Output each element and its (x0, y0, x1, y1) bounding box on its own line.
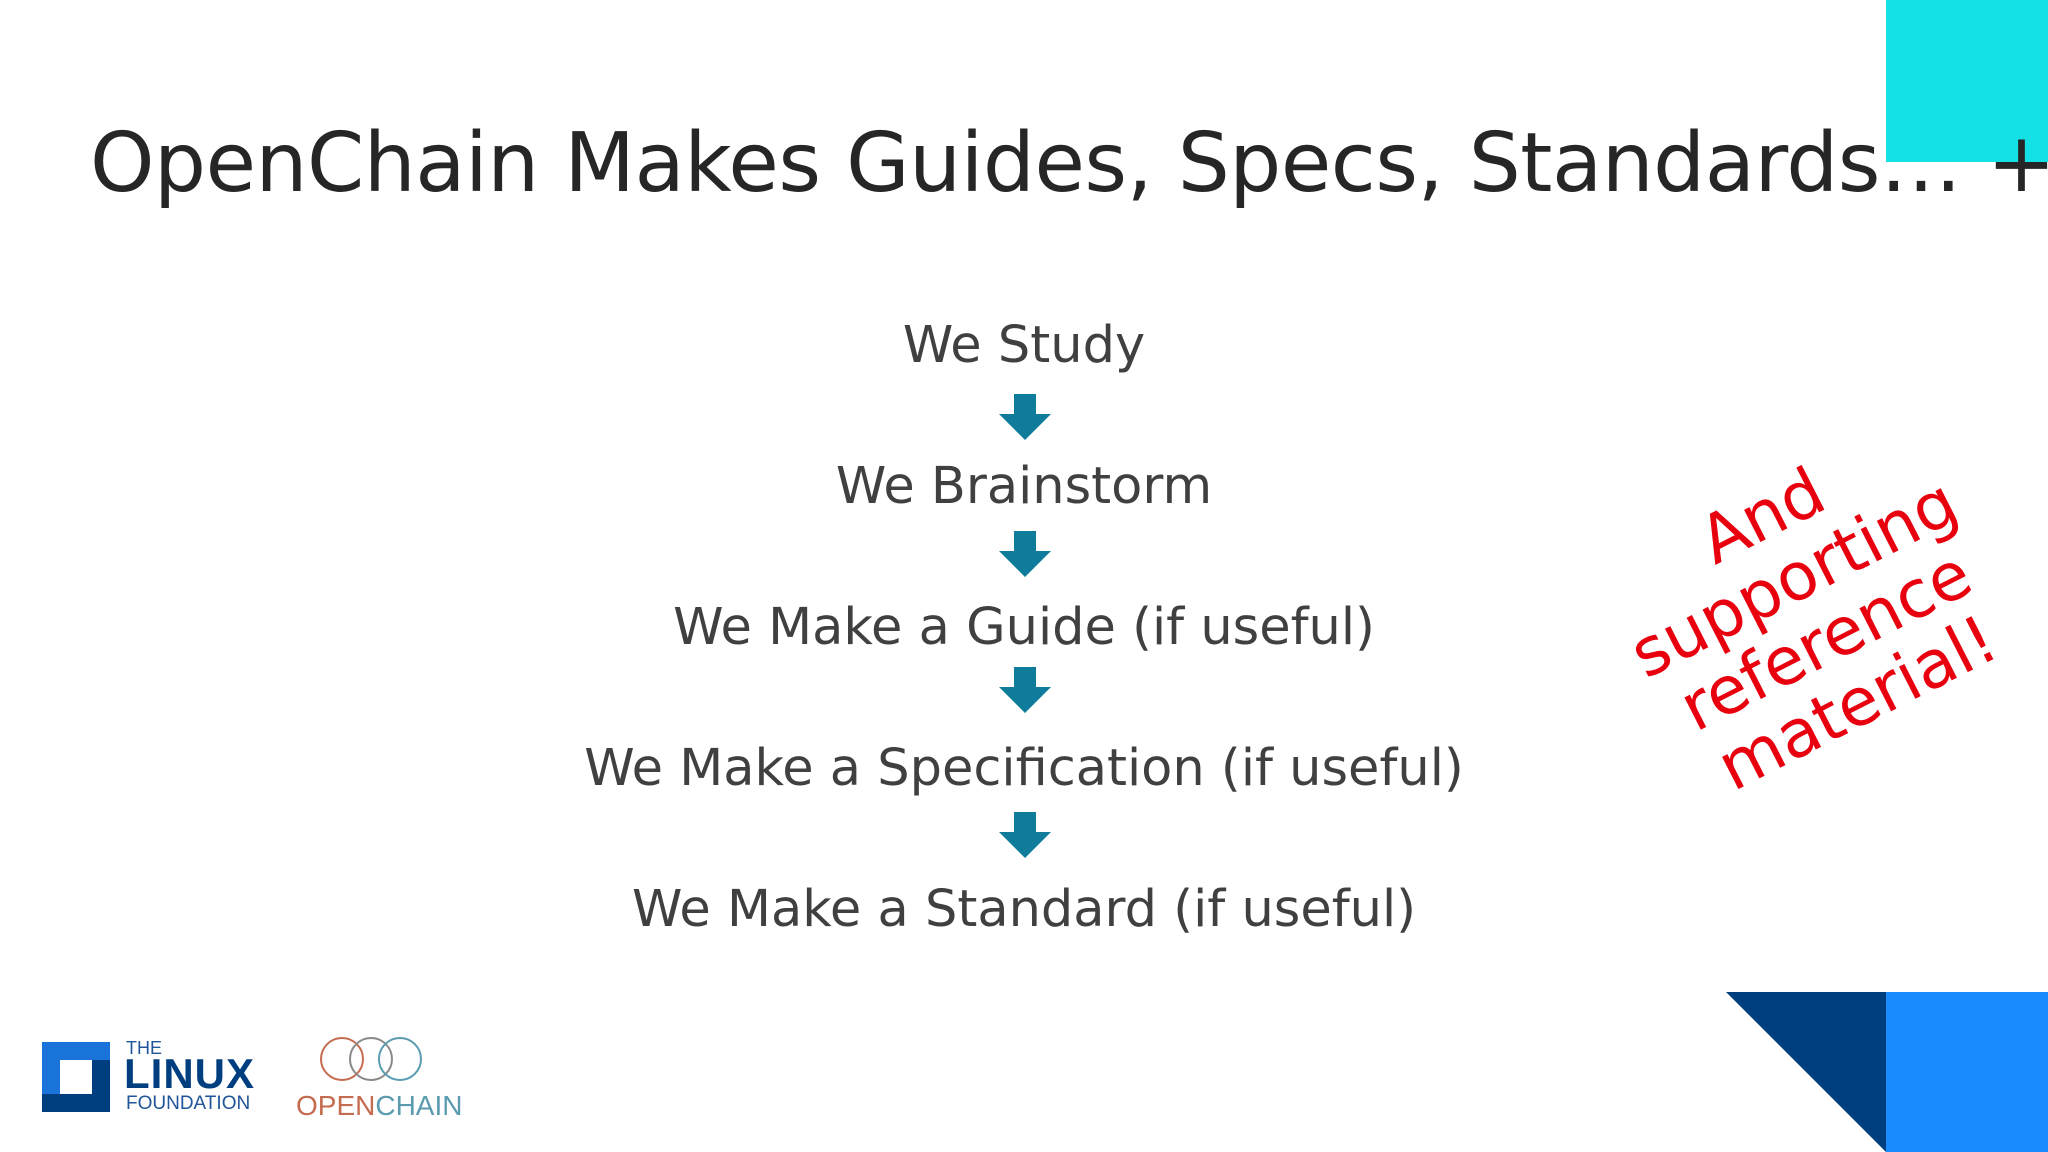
down-arrow-icon (999, 394, 1051, 440)
step-specification: We Make a Specification (if useful) (584, 739, 1464, 798)
step-study: We Study (902, 316, 1146, 375)
slide-title: OpenChain Makes Guides, Specs, Standards… (90, 116, 2048, 211)
linux-foundation-foundation: FOUNDATION (126, 1093, 251, 1114)
step-brainstorm: We Brainstorm (835, 457, 1213, 516)
linux-foundation-the: THE (126, 1038, 162, 1058)
blue-corner-decoration (1726, 992, 2048, 1152)
teal-corner-decoration (1886, 0, 2048, 162)
linux-foundation-logo (42, 1042, 110, 1112)
step-guide: We Make a Guide (if useful) (673, 598, 1375, 657)
linux-foundation-linux: LINUX (124, 1050, 255, 1097)
down-arrow-icon (999, 531, 1051, 577)
openchain-rings-icon (320, 1037, 422, 1081)
down-arrow-icon (999, 667, 1051, 713)
openchain-chain: CHAIN (375, 1090, 463, 1121)
openchain-open: OPEN (296, 1090, 376, 1121)
down-arrow-icon (999, 812, 1051, 858)
step-standard: We Make a Standard (if useful) (631, 880, 1417, 939)
openchain-wordmark: OPENCHAIN (296, 1090, 462, 1122)
